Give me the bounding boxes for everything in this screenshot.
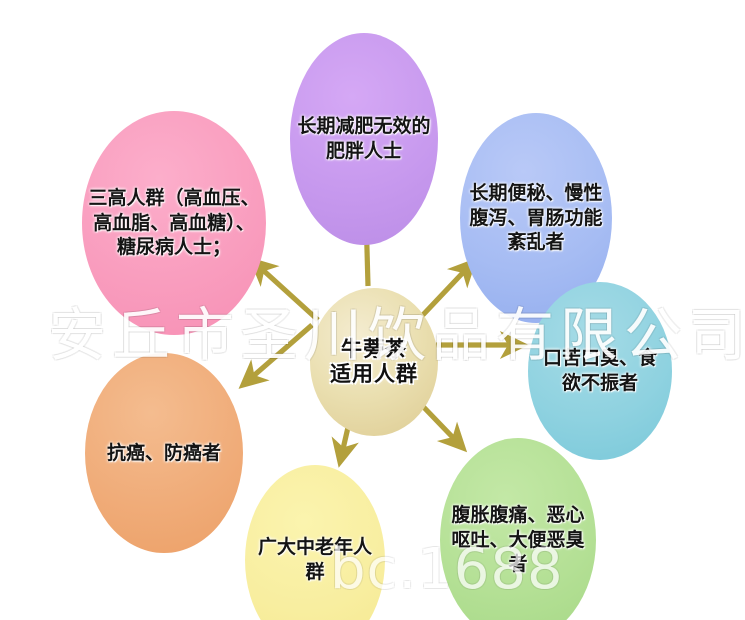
- center-topic-line1: 牛蒡茶: [341, 337, 407, 362]
- bubble-elderly[interactable]: 广大中老年人群: [245, 465, 385, 620]
- bubble-three-highs-label: 三高人群（高血压、高血脂、高血糖）、糖尿病人士；: [88, 186, 260, 259]
- arrow-to-constipation: [418, 257, 478, 320]
- bubble-bad-breath[interactable]: 口苦口臭、食欲不振者: [528, 282, 672, 460]
- center-topic-label: 牛蒡茶适用人群: [324, 337, 424, 387]
- bubble-constipation-label: 长期便秘、慢性腹泻、胃肠功能紊乱者: [469, 181, 603, 254]
- bubble-obesity-label: 长期减肥无效的肥胖人士: [297, 115, 431, 162]
- bubble-elderly-label: 广大中老年人群: [257, 536, 372, 583]
- bubble-bad-breath-label: 口苦口臭、食欲不振者: [542, 347, 657, 394]
- bubble-anticancer-label: 抗癌、防癌者: [106, 441, 221, 464]
- bubble-anticancer[interactable]: 抗癌、防癌者: [85, 353, 243, 553]
- arrow-to-three-highs: [248, 257, 320, 322]
- bubble-bloating-label: 腹胀腹痛、恶心呕吐、大便恶臭者: [451, 503, 585, 576]
- arrow-to-anticancer: [238, 323, 314, 389]
- bubble-obesity[interactable]: 长期减肥无效的肥胖人士: [290, 33, 438, 245]
- bubble-bloating[interactable]: 腹胀腹痛、恶心呕吐、大便恶臭者: [440, 438, 596, 620]
- bubble-three-highs[interactable]: 三高人群（高血压、高血脂、高血糖）、糖尿病人士；: [82, 111, 266, 335]
- bubble-center-topic[interactable]: 牛蒡茶适用人群: [310, 288, 438, 436]
- center-topic-line2: 适用人群: [330, 362, 418, 386]
